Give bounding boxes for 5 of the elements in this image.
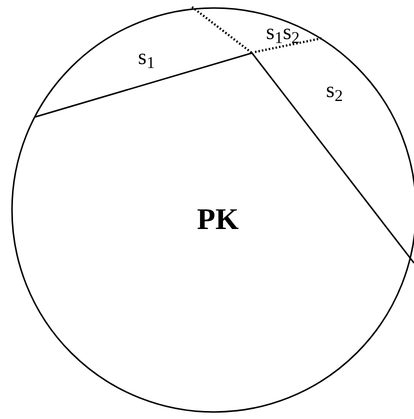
- region-label: s$_{2}$: [326, 79, 343, 101]
- region-label: s$_{1}$: [138, 46, 155, 68]
- circle-label: PK: [197, 205, 239, 235]
- region-label: s$_{1}$s$_{2}$: [266, 21, 300, 43]
- circle-outline: [11, 7, 414, 413]
